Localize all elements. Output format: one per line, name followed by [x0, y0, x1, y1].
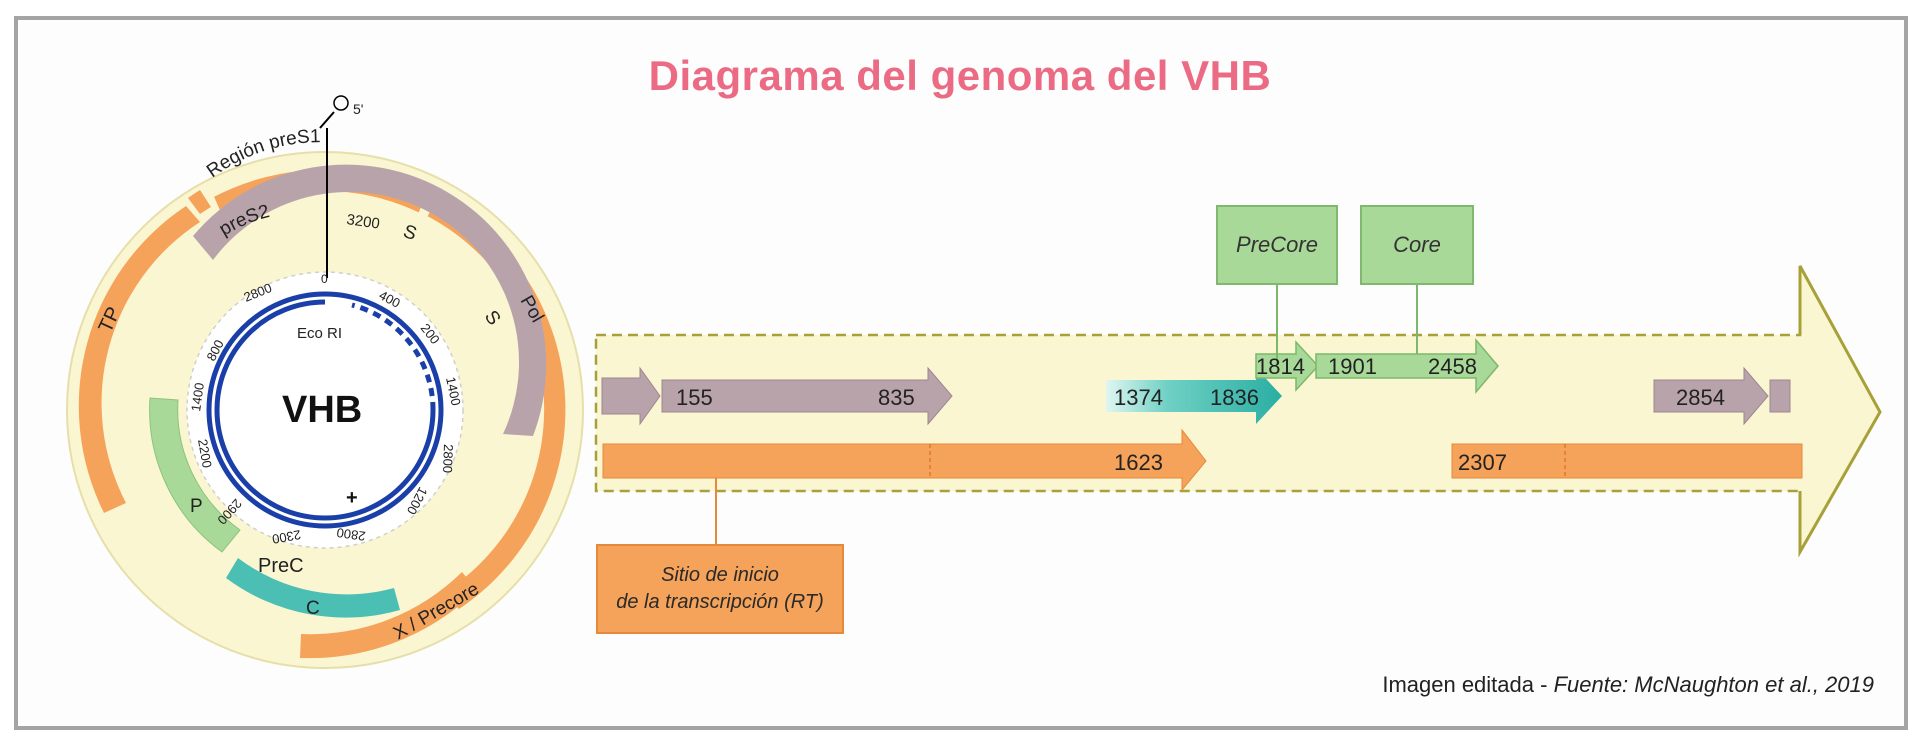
pol-bar-2 — [1451, 443, 1803, 479]
label-1374: 1374 — [1114, 385, 1163, 410]
core-box: Core — [1360, 205, 1474, 285]
precore-arrow — [1255, 340, 1320, 392]
core-arrow — [1315, 337, 1499, 395]
diagram-title: Diagrama del genoma del VHB — [648, 52, 1272, 99]
label-1814: 1814 — [1256, 354, 1305, 379]
mauve-arrow-s — [661, 366, 953, 426]
dna-dashed-strand — [351, 302, 436, 411]
inner-disc — [186, 271, 464, 549]
label-2458: 2458 — [1428, 354, 1477, 379]
dna-outer-strand — [206, 291, 444, 529]
rt-line-1: Sitio de inicio — [661, 564, 779, 586]
region-c: C — [306, 598, 320, 619]
dna-inner-strand — [214, 299, 436, 521]
teal-arrow — [1106, 368, 1282, 424]
ring-c — [226, 558, 400, 618]
region-prec: PreC — [258, 555, 304, 577]
rt-line-2: de la transcripción (RT) — [616, 591, 824, 613]
ring-x-precore — [300, 572, 477, 659]
label-2800-right: 2800 — [440, 444, 456, 473]
label-2800-bottom: 2800 — [336, 525, 367, 544]
label-2200: 2200 — [195, 438, 215, 469]
ring-p — [149, 397, 241, 553]
label-155: 155 — [676, 385, 713, 410]
plus-sign: + — [346, 487, 358, 509]
label-1400-left: 1400 — [188, 382, 207, 413]
source-prefix: Imagen editada - — [1382, 672, 1554, 697]
pol-arrow-1 — [602, 428, 1207, 492]
label-5prime: 5' — [353, 101, 363, 117]
pin-icon — [319, 111, 335, 129]
region-p: P — [190, 496, 203, 517]
vhb-center-label: VHB — [282, 389, 362, 431]
label-1836: 1836 — [1210, 385, 1259, 410]
label-2300: 2300 — [271, 527, 302, 547]
ring-tp — [78, 206, 200, 513]
mauve-arrow-start — [601, 366, 661, 426]
label-2307: 2307 — [1458, 450, 1507, 475]
label-eco-ri: Eco RI — [297, 325, 342, 342]
rt-start-box: Sitio de inicio de la transcripción (RT) — [596, 544, 844, 634]
label-1400-right: 1400 — [443, 376, 464, 407]
precore-box: PreCore — [1216, 205, 1338, 285]
label-1901: 1901 — [1328, 354, 1377, 379]
source-citation: Fuente: McNaughton et al., 2019 — [1553, 672, 1874, 697]
label-835: 835 — [878, 385, 915, 410]
label-0: 0 — [321, 272, 328, 286]
mauve-arrow-x — [1653, 366, 1769, 426]
label-2854: 2854 — [1676, 385, 1725, 410]
label-3200: 3200 — [345, 211, 380, 232]
ring-tp-upper — [188, 190, 211, 214]
label-1623: 1623 — [1114, 450, 1163, 475]
source-caption: Imagen editada - Fuente: McNaughton et a… — [1382, 672, 1874, 698]
mauve-tail — [1769, 379, 1791, 413]
